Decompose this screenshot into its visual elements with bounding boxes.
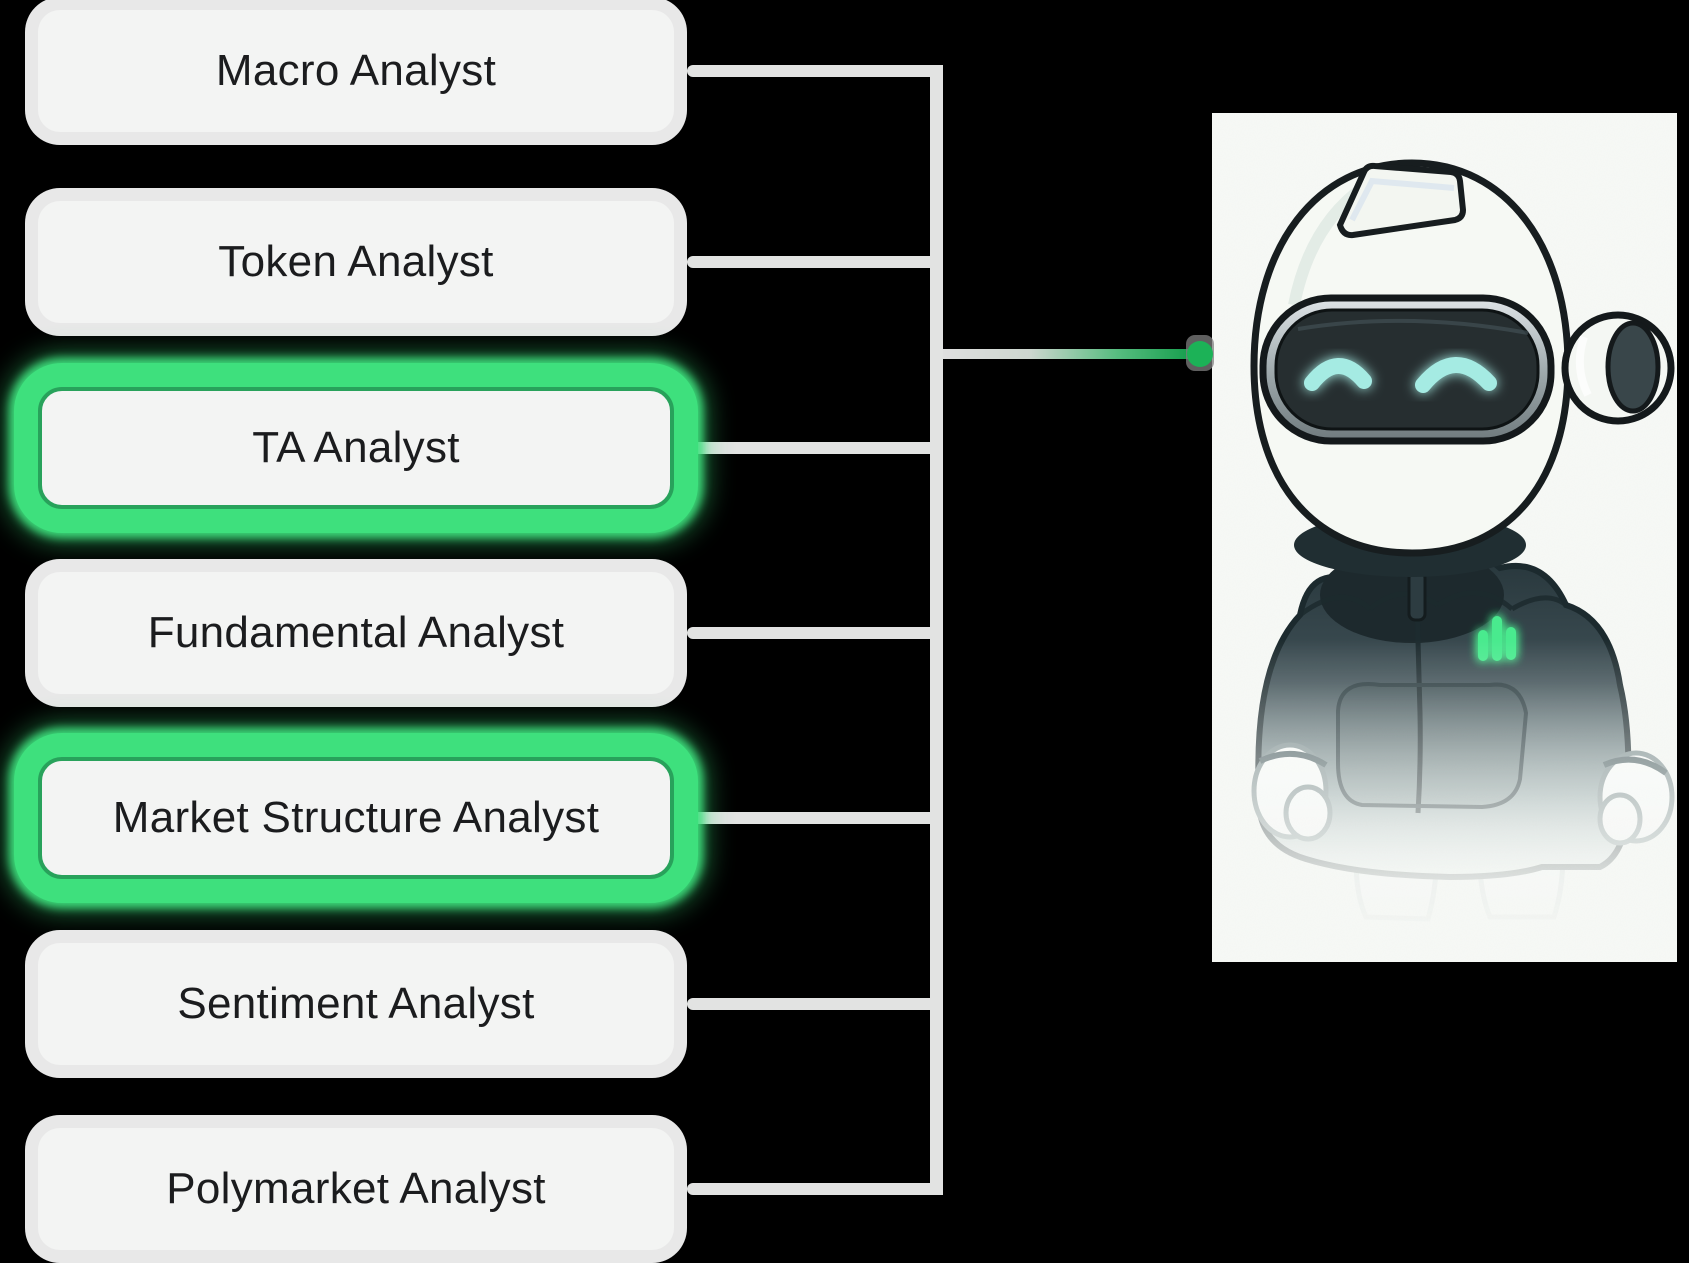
connector-branch-token: [687, 256, 943, 268]
chart-bars-icon: [1478, 616, 1516, 661]
glowing-eyes: [1304, 357, 1497, 393]
connection-endpoint-dot: [1187, 341, 1213, 367]
node-market-structure-analyst: Market Structure Analyst: [38, 757, 674, 879]
connector-to-mascot: [943, 349, 1191, 359]
node-polymarket-analyst: Polymarket Analyst: [38, 1128, 674, 1250]
connector-branch-macro: [687, 65, 943, 77]
node-label: Fundamental Analyst: [147, 608, 565, 657]
connector-branch-fundamental: [687, 627, 943, 639]
node-label: Polymarket Analyst: [166, 1164, 546, 1213]
node-macro-analyst: Macro Analyst: [38, 10, 674, 132]
visor-glass: [1274, 308, 1540, 431]
zipper-pull: [1407, 570, 1427, 622]
connector-branch-polymarket: [687, 1183, 943, 1195]
connector-branch-ta: [687, 442, 943, 454]
connector-branch-market-structure: [687, 812, 943, 824]
robot-mascot-illustration: [1212, 113, 1677, 962]
connector-trunk: [930, 65, 943, 1195]
node-ta-analyst: TA Analyst: [38, 387, 674, 509]
node-label: Macro Analyst: [215, 46, 497, 95]
node-label: TA Analyst: [252, 423, 460, 472]
hoodie-pocket: [1336, 682, 1529, 810]
node-fundamental-analyst: Fundamental Analyst: [38, 572, 674, 694]
sleeve-cuffs: [1258, 750, 1668, 776]
connector-branch-sentiment: [687, 998, 943, 1010]
robot-mascot-panel: [1212, 113, 1677, 962]
node-token-analyst: Token Analyst: [38, 201, 674, 323]
node-sentiment-analyst: Sentiment Analyst: [38, 943, 674, 1065]
node-label: Sentiment Analyst: [177, 979, 535, 1028]
robot-mitts: [1251, 742, 1675, 846]
node-label: Token Analyst: [218, 237, 494, 286]
robot-hoodie: [1255, 547, 1632, 881]
node-label: Market Structure Analyst: [112, 793, 600, 842]
robot-helmet: [1250, 159, 1675, 557]
